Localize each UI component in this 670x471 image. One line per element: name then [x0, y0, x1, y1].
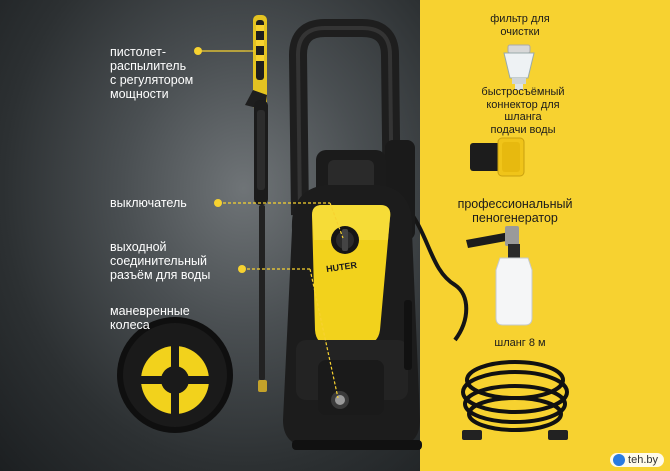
- switch-callout-dot: [214, 199, 222, 207]
- outlet-label: выходной соединительный разъём для воды: [110, 240, 211, 282]
- watermark: teh.by: [610, 453, 664, 467]
- wheels-label: маневренные колеса: [110, 304, 190, 332]
- switch-label: выключатель: [110, 196, 187, 210]
- outlet-callout-dot: [238, 265, 246, 273]
- gun-label: пистолет- распылитель с регулятором мощн…: [110, 45, 194, 101]
- filter-label: фильтр для очистки: [490, 13, 550, 38]
- hose-label: шланг 8 м: [494, 337, 546, 349]
- gun-callout-dot: [194, 47, 202, 55]
- foam-generator-label: профессиональный пеногенератор: [457, 197, 573, 225]
- watermark-text: teh.by: [628, 454, 658, 466]
- teh-logo-icon: [613, 454, 626, 466]
- connector-label: быстросъёмный коннектор для шланга подач…: [481, 86, 565, 136]
